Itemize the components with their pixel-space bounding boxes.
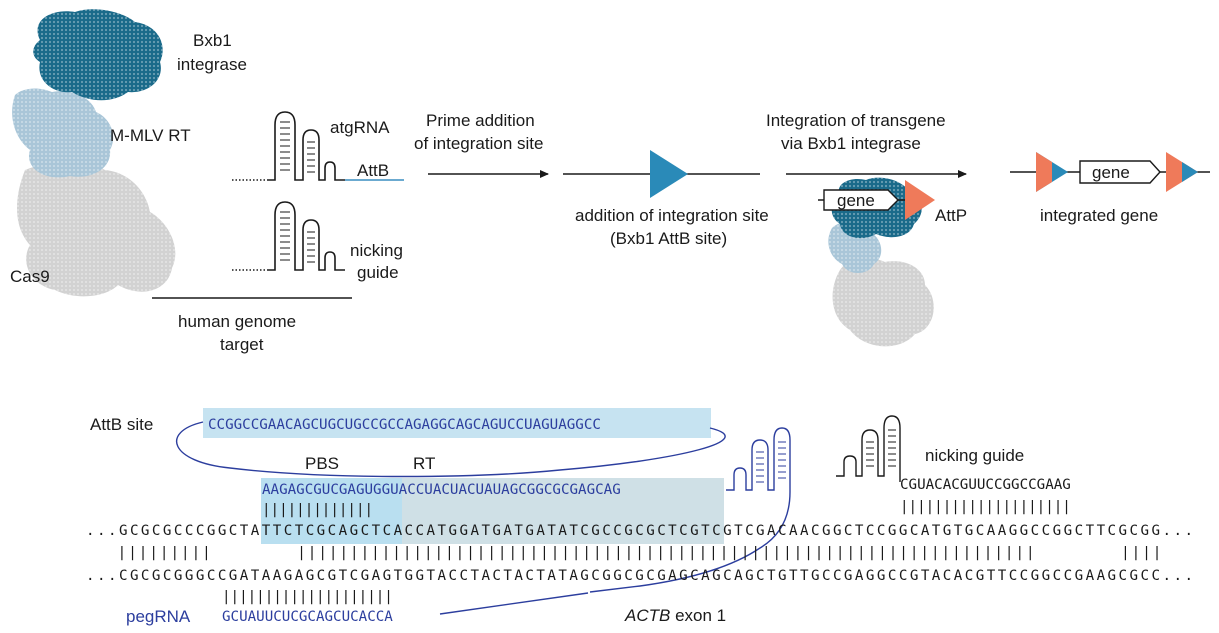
step1-result-line2: (Bxb1 AttB site) (610, 229, 727, 248)
integrase-label-line2: integrase (177, 55, 247, 74)
exon-label: ACTB exon 1 (624, 606, 726, 625)
pbs-highlight (261, 478, 402, 544)
step1-label-line1: Prime addition (426, 111, 535, 130)
step2-label-line1: Integration of transgene (766, 111, 946, 130)
genomic-bottom-strand: ...CGCGCGGGCCGATAAGAGCGTCGAGTGGTACCTACTA… (86, 568, 1193, 584)
exon-gene-name: ACTB (624, 606, 670, 625)
integrated-gene-dna (1010, 152, 1210, 192)
pegrna-spacer-sequence: GCUAUUCUCGCAGCUCACCA (222, 609, 393, 625)
step2-label-line2: via Bxb1 integrase (781, 134, 921, 153)
attb-site-label: AttB site (90, 415, 153, 434)
pbs-label: PBS (305, 454, 339, 473)
attp-label: AttP (935, 206, 967, 225)
nicking-guide-sequence: CGUACACGUUCCGGCCGAAG (900, 477, 1071, 493)
attb-site-dna (563, 150, 760, 198)
step1-result-line1: addition of integration site (575, 206, 769, 225)
integrase-domain (33, 9, 163, 101)
integrated-gene-caption: integrated gene (1040, 206, 1158, 225)
attb-label: AttB (357, 161, 389, 180)
cas9-domain (16, 161, 176, 297)
gene-box-cargo (823, 189, 899, 211)
nicking-guide-hairpins-b (836, 415, 901, 482)
attb-loop-connector (175, 421, 726, 478)
rt-domain (12, 88, 114, 178)
target-label-line1: human genome (178, 312, 296, 331)
nicking-label-line2: guide (357, 263, 399, 282)
rt-highlight (402, 478, 724, 544)
atgrna-label: atgRNA (330, 118, 390, 137)
attp-triangle (905, 180, 935, 220)
nicking-guide-label-b: nicking guide (925, 446, 1024, 465)
pegrna-label: pegRNA (126, 607, 191, 626)
genomic-middle-pairs: ||||||||| ||||||||||||||||||||||||||||||… (86, 545, 1193, 561)
pegrna-scaffold (589, 427, 791, 593)
rt-label: M-MLV RT (110, 126, 191, 145)
exon-number: exon 1 (670, 606, 726, 625)
attb-sequence-highlight (203, 408, 711, 438)
spacer-to-scaffold-link (439, 592, 589, 615)
step1-label-line2: of integration site (414, 134, 543, 153)
attb-sequence: CCGGCCGAACAGCUGCUGCCGCCAGAGGCAGCAGUCCUAG… (208, 417, 601, 433)
gene-box-integrated (1079, 160, 1161, 184)
pegrna-3prime-extension: AAGAGCGUCGAGUGGUACCUACUACUAUAGCGGCGCGAGC… (262, 482, 621, 498)
integrase-label-line1: Bxb1 (193, 31, 232, 50)
nicking-pairing-bars: |||||||||||||||||||| (900, 499, 1071, 515)
nicking-label-line1: nicking (350, 241, 403, 260)
cargo-gene-label: gene (837, 191, 875, 210)
genomic-top-strand: ...GCGCGCCCGGCTATTCTCGCAGCTCACCATGGATGAT… (86, 523, 1193, 539)
cargo-plasmid: gene (818, 180, 935, 220)
cas9-label: Cas9 (10, 267, 50, 286)
atgrna-structure (232, 111, 404, 181)
pbs-pairing-bars: ||||||||||||| (262, 502, 373, 518)
nicking-guide-structure (232, 201, 345, 271)
integrated-gene-label: gene (1092, 163, 1130, 182)
base-editor-protein (12, 9, 176, 297)
rt-template-label: RT (413, 454, 435, 473)
target-label-line2: target (220, 335, 264, 354)
spacer-pairing-bars: |||||||||||||||||||| (222, 589, 393, 605)
attb-triangle (650, 150, 688, 198)
